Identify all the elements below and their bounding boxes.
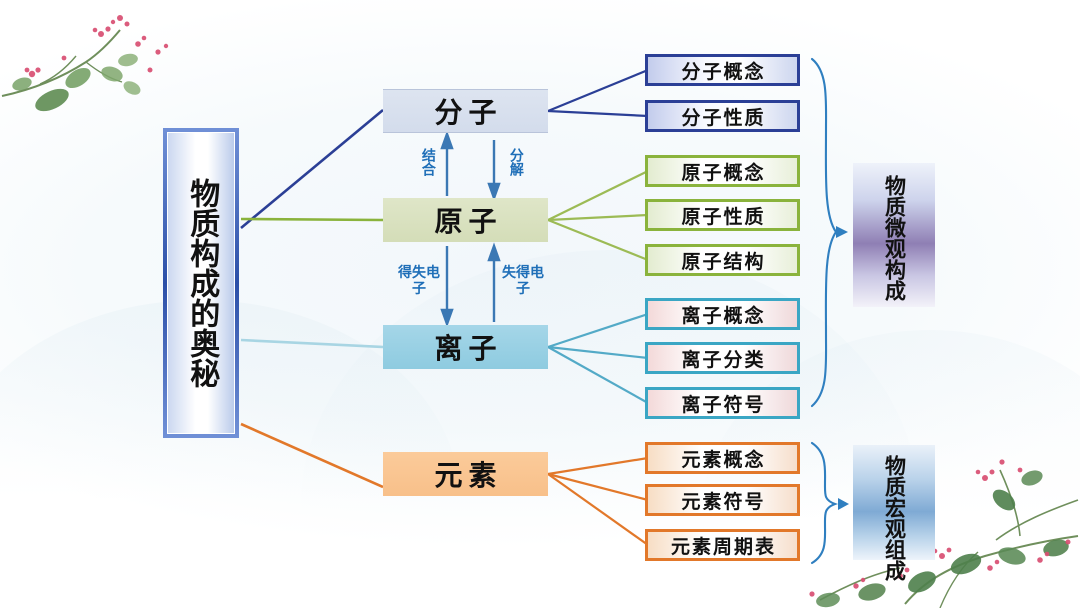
category-label-molecule: 分子 (434, 96, 503, 129)
arrow-label-decompose-text: 分解 (507, 148, 524, 176)
category-label-atom: 原子 (434, 205, 503, 238)
category-node-atom[interactable]: 原子 (383, 198, 548, 242)
leaf-node-molecule-property[interactable]: 分子性质 (645, 100, 800, 132)
arrow-label-decompose: 分解 (500, 148, 530, 181)
leaf-label: 分子性质 (681, 106, 766, 129)
leaf-label: 分子概念 (681, 60, 766, 83)
summary-panel-macro[interactable]: 物质宏观组成 (853, 445, 935, 581)
arrow-label-lose-gain-electrons-text: 失得电子 (502, 265, 544, 297)
category-label-element: 元素 (434, 459, 503, 492)
leaf-label: 离子概念 (681, 304, 766, 327)
floral-branch-icon-top-left (1, 15, 169, 112)
leaf-node-ion-classification[interactable]: 离子分类 (645, 342, 800, 374)
leaf-label: 原子概念 (681, 161, 766, 184)
leaf-label: 元素周期表 (670, 535, 776, 558)
root-node[interactable]: 物质构成的奥秘 (163, 128, 239, 438)
leaf-label: 原子性质 (681, 205, 766, 228)
arrow-label-combine-text: 结合 (419, 148, 436, 176)
leaf-node-atom-property[interactable]: 原子性质 (645, 199, 800, 231)
category-node-molecule[interactable]: 分子 (383, 89, 548, 133)
floral-branch-icon-bottom-right (809, 459, 1079, 608)
category-node-ion[interactable]: 离子 (383, 325, 548, 369)
leaf-node-element-symbol[interactable]: 元素符号 (645, 484, 800, 516)
root-node-label: 物质构成的奥秘 (184, 178, 220, 388)
leaf-node-ion-concept[interactable]: 离子概念 (645, 298, 800, 330)
arrow-label-gain-lose-electrons: 得失电子 (396, 265, 442, 297)
leaf-node-element-concept[interactable]: 元素概念 (645, 442, 800, 474)
leaf-label: 原子结构 (681, 250, 766, 273)
leaf-node-molecule-concept[interactable]: 分子概念 (645, 54, 800, 86)
leaf-label: 离子分类 (681, 348, 766, 371)
category-node-element[interactable]: 元素 (383, 452, 548, 496)
leaf-label: 元素概念 (681, 448, 766, 471)
arrow-label-lose-gain-electrons: 失得电子 (500, 265, 546, 297)
leaf-label: 离子符号 (681, 393, 766, 416)
leaf-node-periodic-table[interactable]: 元素周期表 (645, 529, 800, 561)
arrow-label-combine: 结合 (412, 148, 442, 181)
category-label-ion: 离子 (434, 332, 503, 365)
leaf-node-atom-structure[interactable]: 原子结构 (645, 244, 800, 276)
leaf-node-atom-concept[interactable]: 原子概念 (645, 155, 800, 187)
summary-panel-micro[interactable]: 物质微观构成 (853, 163, 935, 307)
summary-label-micro: 物质微观构成 (882, 175, 907, 301)
summary-label-macro: 物质宏观组成 (882, 454, 907, 581)
leaf-node-ion-symbol[interactable]: 离子符号 (645, 387, 800, 419)
arrow-label-gain-lose-electrons-text: 得失电子 (398, 265, 440, 297)
leaf-label: 元素符号 (681, 490, 766, 513)
